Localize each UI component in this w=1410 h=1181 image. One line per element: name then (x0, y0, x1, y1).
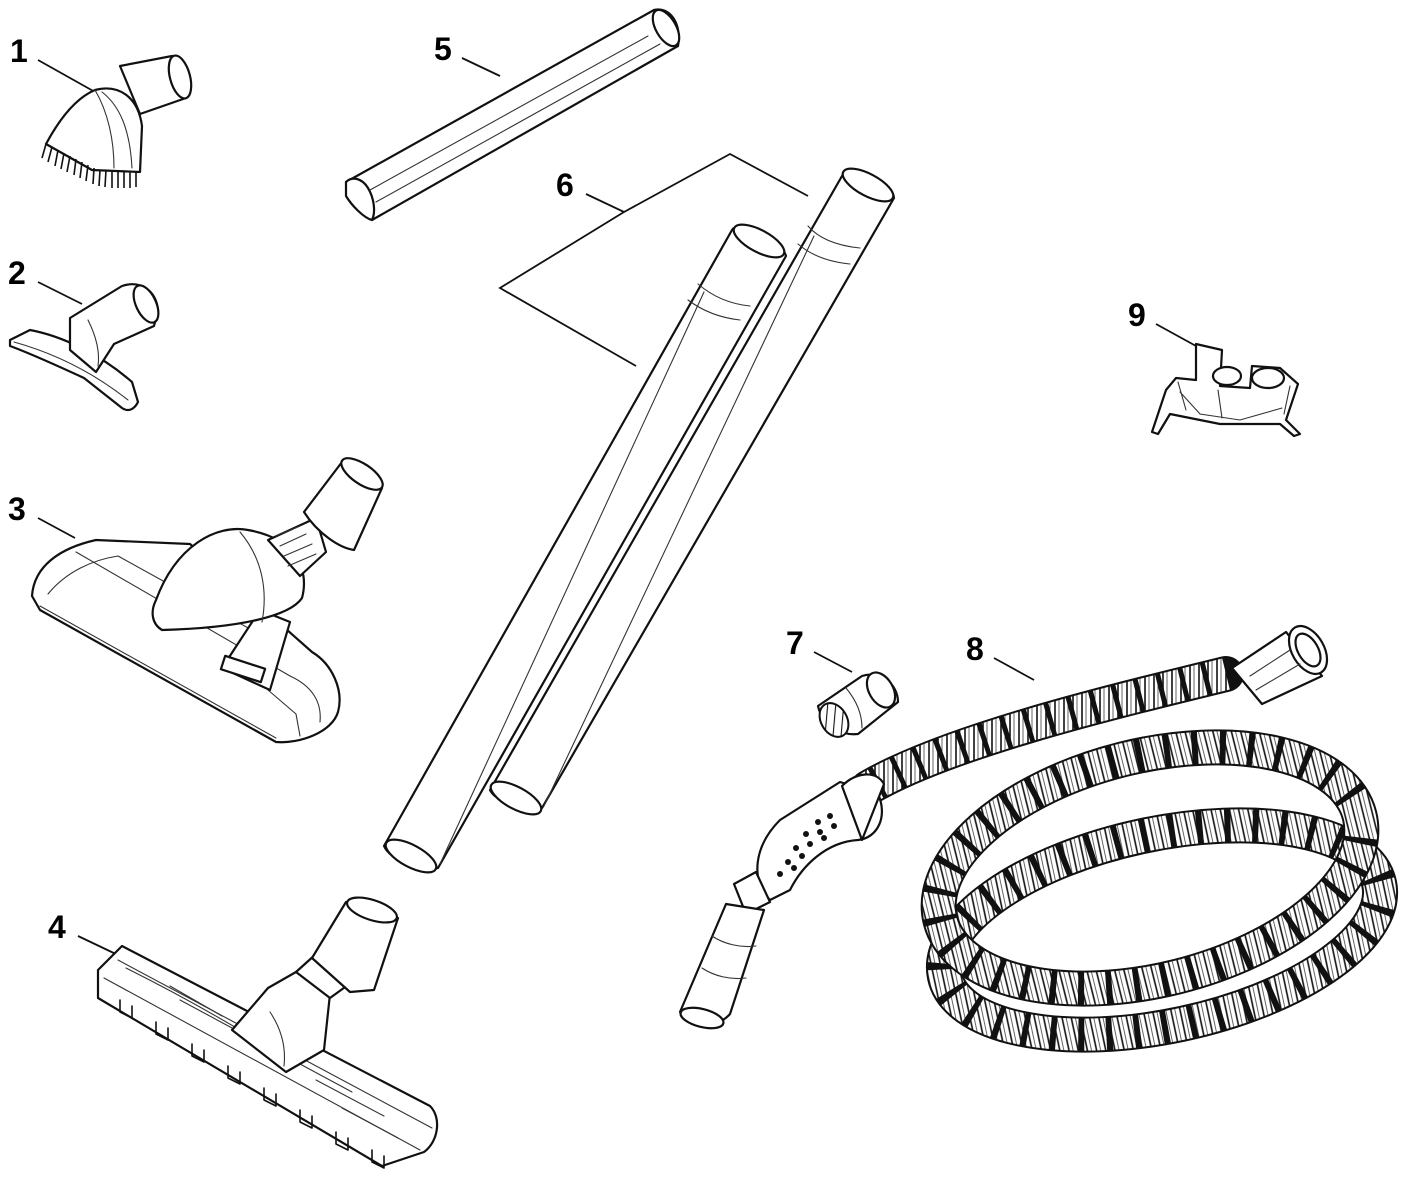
swivel-joint (275, 525, 317, 567)
part-2-upholstery-nozzle: 2 (8, 255, 160, 412)
leader-line-4 (77, 935, 121, 957)
leader-line-6b (498, 211, 637, 367)
part-6-suction-tubes: 6 (382, 152, 896, 874)
part-label-6: 6 (556, 167, 574, 203)
leader-line-9 (1155, 323, 1197, 347)
part-label-8: 8 (966, 631, 984, 667)
part-4-hard-floor-nozzle: 4 (48, 896, 439, 1169)
nozzle-teeth (119, 999, 385, 1169)
leader-line-6a (585, 152, 809, 214)
part-label-5: 5 (434, 31, 452, 67)
leader-line-1 (37, 59, 96, 93)
brush-bristles (41, 143, 137, 188)
handle-grip-dots (777, 813, 837, 877)
part-label-1: 1 (10, 33, 28, 69)
part-9-accessory-holder: 9 (1128, 297, 1302, 438)
part-label-3: 3 (8, 491, 26, 527)
part-label-9: 9 (1128, 297, 1146, 333)
leader-line-5 (461, 57, 501, 77)
leader-line-8 (993, 657, 1035, 681)
leader-line-3 (37, 517, 76, 539)
part-3-floor-nozzle: 3 (8, 457, 384, 744)
part-8-suction-hose: 8 (678, 625, 1399, 1053)
handle-slider (732, 870, 772, 916)
leader-line-2 (37, 281, 83, 305)
part-label-7: 7 (786, 625, 804, 661)
part-label-2: 2 (8, 255, 26, 291)
part-7-adapter: 7 (786, 625, 900, 738)
part-5-crevice-nozzle: 5 (344, 8, 681, 222)
part-1-dusting-brush: 1 (10, 33, 193, 188)
leader-line-7 (813, 651, 853, 673)
part-label-4: 4 (48, 909, 66, 945)
